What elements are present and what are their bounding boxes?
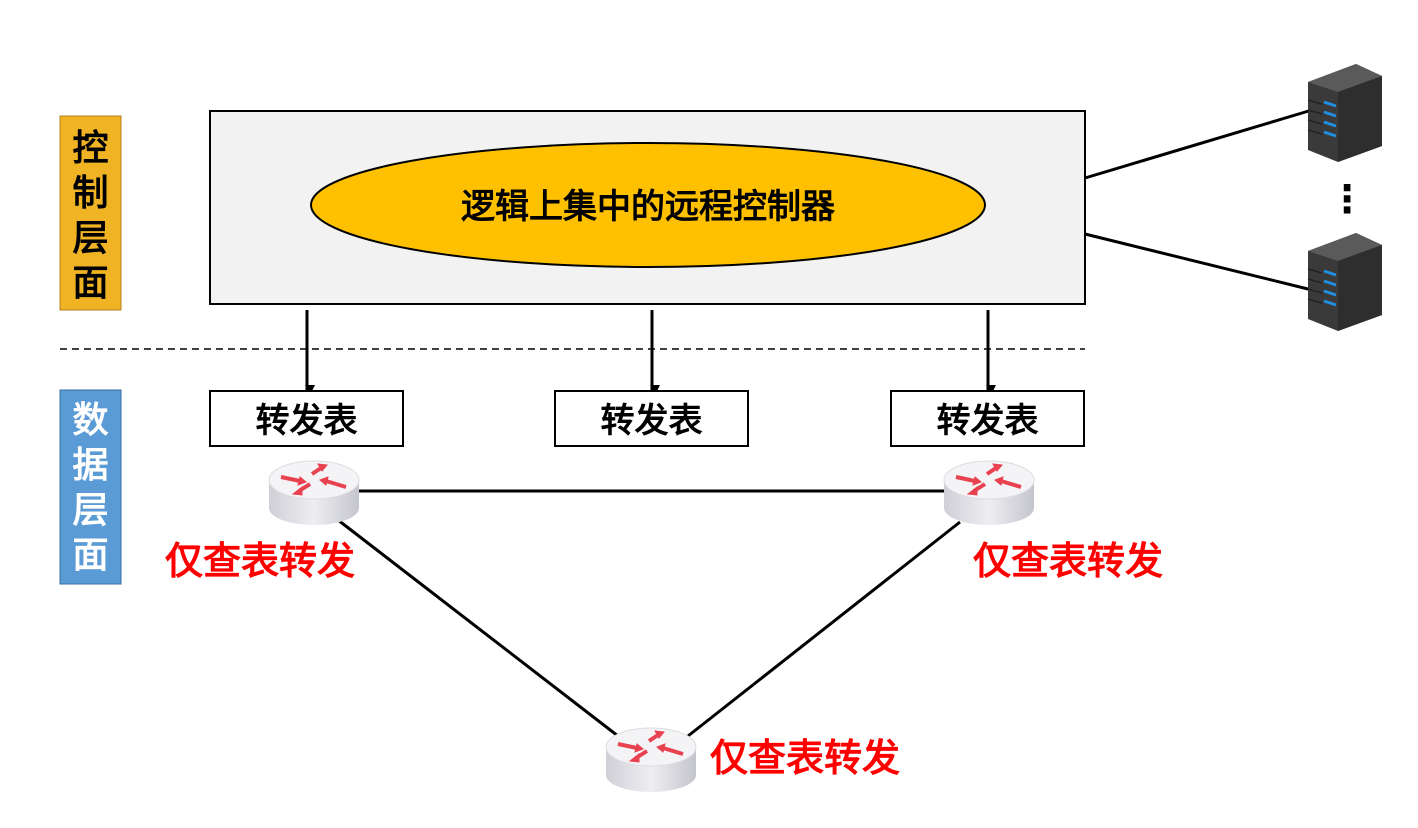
table-label: 转发表: [937, 401, 1039, 441]
controller-label: 逻辑上集中的远程控制器: [461, 187, 836, 227]
link-line: [687, 520, 961, 738]
ellipsis: ⋮: [1328, 177, 1366, 221]
link-line: [1084, 108, 1313, 180]
router-label: 仅查表转发: [165, 539, 355, 583]
link-line: [337, 518, 619, 738]
label-char: 制: [72, 173, 108, 214]
server-icon: [1306, 231, 1384, 333]
label-char: 层: [72, 218, 108, 259]
forwarding-table: 转发表: [209, 390, 404, 447]
server-icon: [1306, 62, 1384, 164]
link-line: [1084, 232, 1313, 292]
router-label: 仅查表转发: [710, 736, 900, 780]
label-char: 面: [72, 263, 108, 304]
router-icon: [604, 726, 698, 794]
router-icon: [267, 459, 361, 527]
forwarding-table: 转发表: [890, 390, 1085, 447]
label-char: 层: [72, 490, 108, 531]
table-label: 转发表: [601, 401, 703, 441]
table-label: 转发表: [256, 401, 358, 441]
data-plane-label: 数 据 层 面: [59, 389, 122, 585]
label-char: 数: [72, 400, 108, 441]
label-char: 面: [72, 535, 108, 576]
label-char: 控: [72, 128, 108, 169]
controller-ellipse: [310, 142, 986, 268]
label-char: 据: [72, 445, 108, 486]
router-label: 仅查表转发: [973, 539, 1163, 583]
router-icon: [942, 459, 1036, 527]
control-plane-label: 控 制 层 面: [59, 115, 122, 311]
forwarding-table: 转发表: [554, 390, 749, 447]
